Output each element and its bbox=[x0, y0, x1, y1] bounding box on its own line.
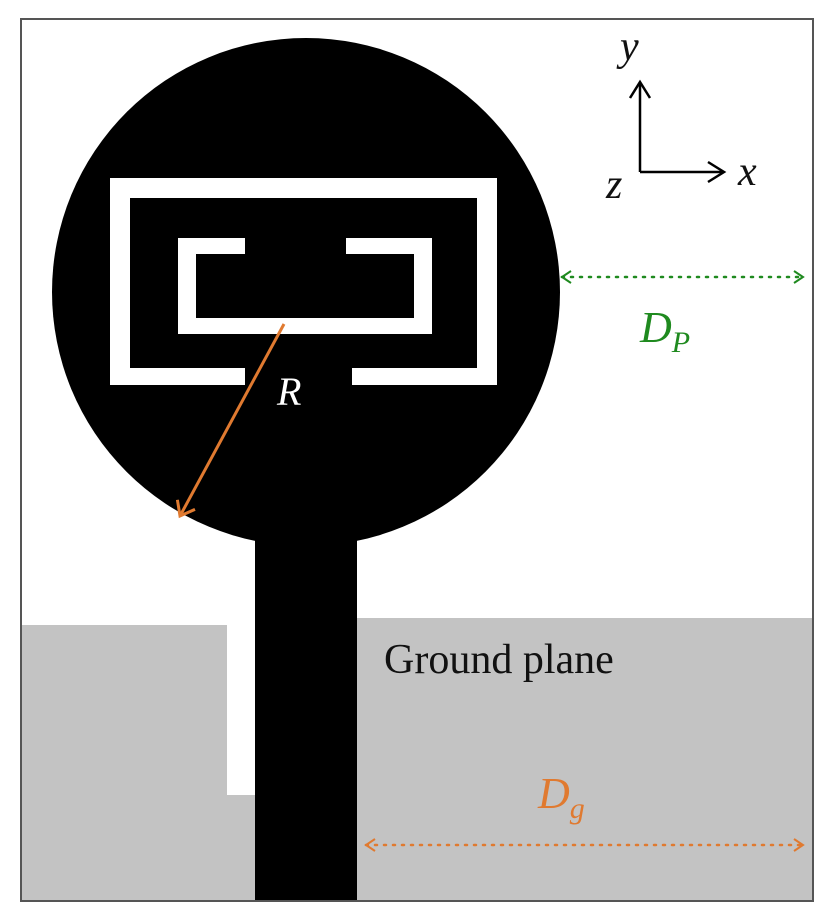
z-axis-label: z bbox=[605, 162, 622, 208]
radius-arrow bbox=[180, 323, 286, 516]
feed-line bbox=[255, 510, 357, 900]
coordinate-axes: y x z bbox=[605, 24, 757, 208]
ground-plane-right bbox=[357, 618, 812, 900]
y-axis-label: y bbox=[616, 24, 639, 70]
radius-label: R bbox=[276, 369, 301, 414]
dg-label-main: D bbox=[537, 769, 570, 818]
dp-label: DP bbox=[639, 303, 690, 359]
circular-patch bbox=[52, 38, 560, 546]
dp-label-main: D bbox=[639, 303, 672, 352]
x-axis-label: x bbox=[737, 149, 757, 195]
dg-label-sub: g bbox=[570, 792, 585, 825]
dg-label: Dg bbox=[537, 769, 585, 825]
ground-plane bbox=[22, 625, 255, 900]
dp-label-sub: P bbox=[671, 326, 690, 359]
ground-plane-label: Ground plane bbox=[384, 637, 614, 683]
figure-border bbox=[20, 18, 814, 902]
inner-ring-slot bbox=[178, 238, 432, 334]
